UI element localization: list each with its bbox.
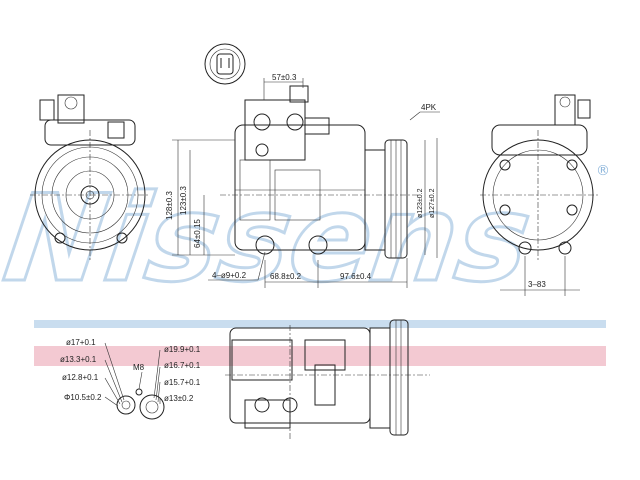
dim-holes: 4–ø9+0.2 <box>212 271 247 280</box>
dim-64: 64±0.15 <box>193 219 202 248</box>
dim-3-83: 3–83 <box>528 280 546 289</box>
watermark-logo: Nissens <box>0 170 539 309</box>
rear-view-right: 3–83 <box>480 94 600 296</box>
band-pink <box>34 346 606 366</box>
fitting-detail: ø17+0.1 ø13.3+0.1 ø12.8+0.1 Φ10.5±0.2 M8… <box>60 338 201 420</box>
dim-dia-123: ø123±0.2 <box>417 188 424 218</box>
fitting-dia-17: ø17+0.1 <box>66 338 96 347</box>
band-blue <box>34 320 606 328</box>
dim-57: 57±0.3 <box>272 73 297 82</box>
fitting-dia-13-3: ø13.3+0.1 <box>60 355 97 364</box>
fitting-dia-12-8: ø12.8+0.1 <box>62 373 99 382</box>
belt-type-4pk: 4PK <box>421 103 437 112</box>
dim-97-6: 97.6±0.4 <box>340 272 372 281</box>
connector-detail <box>204 43 246 85</box>
center-dimensions: 57±0.3 128±0.3 123±0.3 64±0.15 4PK ø123±… <box>165 73 440 288</box>
side-view-center <box>220 85 420 259</box>
bottom-view <box>225 319 430 440</box>
fitting-dia-16-7: ø16.7+0.1 <box>164 361 201 370</box>
dim-123: 123±0.3 <box>179 186 188 215</box>
watermark-reg-mark: ® <box>596 163 610 179</box>
dim-dia-127: ø127±0.2 <box>429 188 436 218</box>
fitting-dia-19-9: ø19.9+0.1 <box>164 345 201 354</box>
fitting-dia-10-5: Φ10.5±0.2 <box>64 393 102 402</box>
dim-128: 128±0.3 <box>165 191 174 220</box>
front-view-left <box>30 94 150 260</box>
fitting-dia-13: ø13±0.2 <box>164 394 194 403</box>
fitting-dia-15-7: ø15.7+0.1 <box>164 378 201 387</box>
dim-68-8: 68.8±0.2 <box>270 272 302 281</box>
fitting-thread-m8: M8 <box>133 363 145 372</box>
